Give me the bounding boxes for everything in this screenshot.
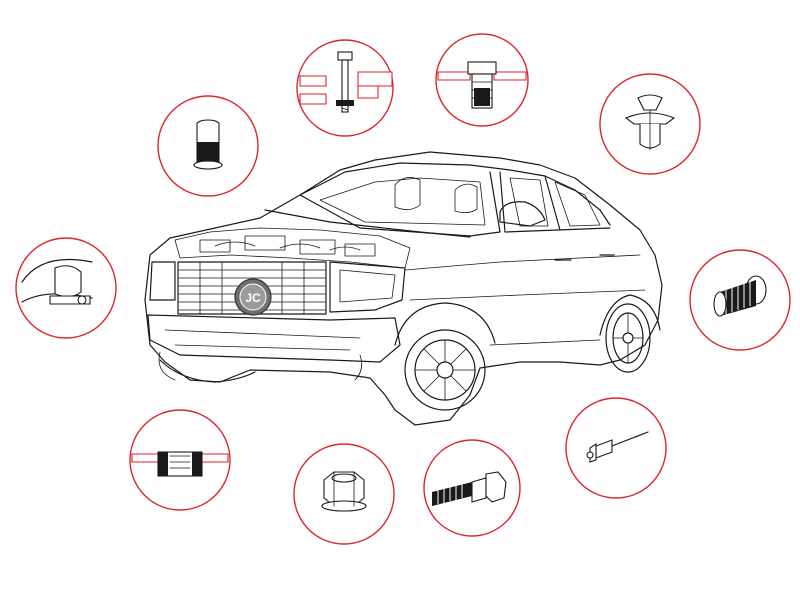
pipe-clamp-icon bbox=[21, 258, 93, 305]
hex-flange-nut-icon bbox=[321, 471, 367, 512]
hex-insert-section-icon bbox=[437, 61, 527, 109]
part-hex-insert-section bbox=[435, 33, 529, 127]
part-pop-rivet bbox=[565, 397, 667, 499]
brand-logo-badge: JC bbox=[234, 278, 272, 316]
press-nut-section-icon bbox=[131, 451, 229, 477]
part-pipe-clamp bbox=[15, 237, 117, 339]
flange-bolt-section-icon bbox=[299, 51, 393, 113]
part-threaded-insert bbox=[689, 249, 791, 351]
part-blind-rivet-nut bbox=[157, 95, 259, 197]
threaded-insert-icon bbox=[713, 275, 767, 317]
car-illustration: JC bbox=[144, 151, 663, 426]
front-wheel bbox=[394, 302, 496, 411]
wheel-bolt-icon bbox=[432, 471, 507, 506]
part-wheel-bolt bbox=[423, 439, 521, 537]
rear-wheel bbox=[599, 294, 661, 373]
part-hex-flange-nut bbox=[293, 443, 395, 545]
callout-circle bbox=[565, 397, 667, 499]
brand-logo-text: JC bbox=[245, 291, 261, 305]
part-plastic-push-clip bbox=[599, 73, 701, 175]
plastic-push-clip-icon bbox=[624, 94, 676, 151]
part-press-nut-section bbox=[129, 409, 231, 511]
blind-rivet-nut-icon bbox=[193, 119, 223, 170]
part-flange-bolt-section bbox=[296, 39, 394, 137]
pop-rivet-icon bbox=[586, 431, 649, 463]
